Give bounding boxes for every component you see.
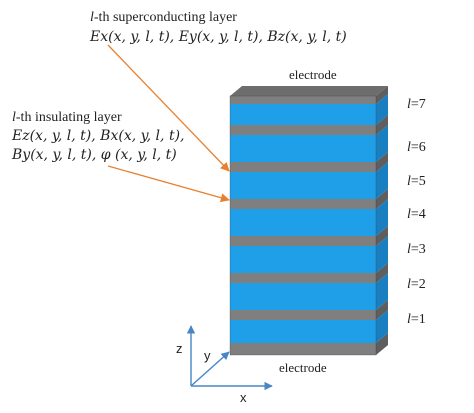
superconducting-layer-4 — [230, 199, 388, 236]
y-axis — [190, 351, 230, 387]
superconducting-layer-3 — [230, 236, 388, 273]
layer-label-5: l=5 — [407, 174, 426, 189]
insulating-layer-1 — [230, 300, 388, 320]
superconducting-layer-5 — [230, 162, 388, 199]
layer-label-3: l=3 — [407, 242, 426, 257]
z-axis-label: z — [176, 341, 183, 356]
layer-index-labels: l=7 l=6 l=5 l=4 l=3 l=2 l=1 — [407, 97, 426, 327]
insulating-arrow — [107, 165, 230, 203]
electrode-bottom-layer — [230, 333, 388, 355]
superconducting-layer-7 — [230, 94, 388, 125]
insulating-layer-6 — [230, 115, 388, 135]
layer-label-6: l=6 — [407, 140, 426, 155]
layer-label-4: l=4 — [407, 207, 426, 222]
layer-label-1: l=1 — [407, 312, 426, 327]
y-axis-label: y — [204, 348, 211, 363]
insulating-layer-3 — [230, 226, 388, 246]
insulating-layer-formula-line2: By(x, y, l, t), φ (x, y, l, t) — [11, 147, 177, 163]
insulating-layer-title: l-th insulating layer — [12, 110, 122, 125]
x-axis-label: x — [240, 390, 247, 405]
coordinate-axes: z y x — [176, 325, 273, 405]
electrode-top-layer — [230, 86, 388, 104]
insulating-layer-formula-line1: Ez(x, y, l, t), Bx(x, y, l, t), — [11, 128, 184, 144]
layer-stack — [229, 86, 388, 356]
layer-label-7: l=7 — [407, 97, 426, 112]
insulating-layer-5 — [230, 152, 388, 172]
insulating-layer-4 — [230, 189, 388, 209]
electrode-top-label: electrode — [289, 67, 337, 82]
superconducting-layer-1 — [230, 310, 388, 343]
superconducting-arrow — [107, 44, 230, 172]
electrode-bottom-label: electrode — [279, 360, 327, 375]
superconducting-layer-title: l-th superconducting layer — [90, 10, 237, 25]
layer-label-2: l=2 — [407, 277, 426, 292]
insulating-layer-2 — [230, 263, 388, 283]
superconducting-layer-2 — [230, 273, 388, 310]
superconducting-layer-6 — [230, 125, 388, 162]
superconducting-layer-formula: Ex(x, y, l, t), Ey(x, y, l, t), Bz(x, y,… — [89, 29, 347, 45]
